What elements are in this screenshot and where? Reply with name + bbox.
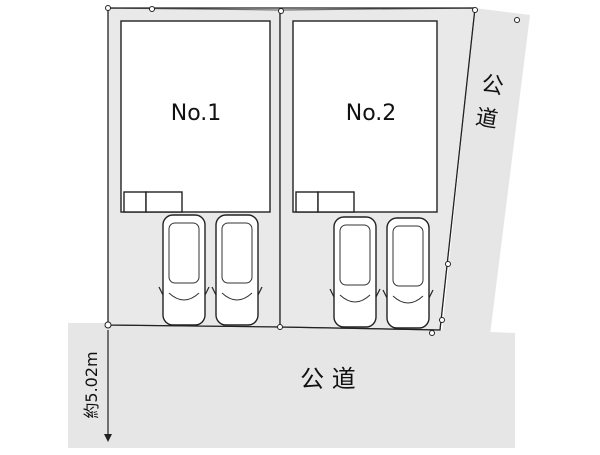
road-width-label: 約5.02m	[82, 351, 101, 418]
lot-2-house	[292, 20, 438, 213]
east-road	[442, 8, 530, 335]
lot-2-entrance	[295, 191, 355, 213]
car-4	[382, 217, 434, 329]
svg-text:道: 道	[474, 105, 500, 133]
lot-1-label: No.1	[171, 101, 222, 126]
lot-1-house	[120, 20, 271, 213]
survey-posts	[104, 5, 520, 336]
south-road-label: 公 道	[300, 365, 356, 393]
road-width-dimension	[104, 330, 112, 442]
car-2	[211, 214, 263, 326]
lot-2-label: No.2	[346, 101, 397, 126]
svg-text:公: 公	[480, 71, 506, 99]
car-3	[329, 216, 381, 328]
south-road	[68, 323, 515, 448]
east-road-label: 公 道	[474, 71, 506, 133]
car-1	[158, 214, 210, 326]
lot-1-entrance	[123, 191, 183, 213]
